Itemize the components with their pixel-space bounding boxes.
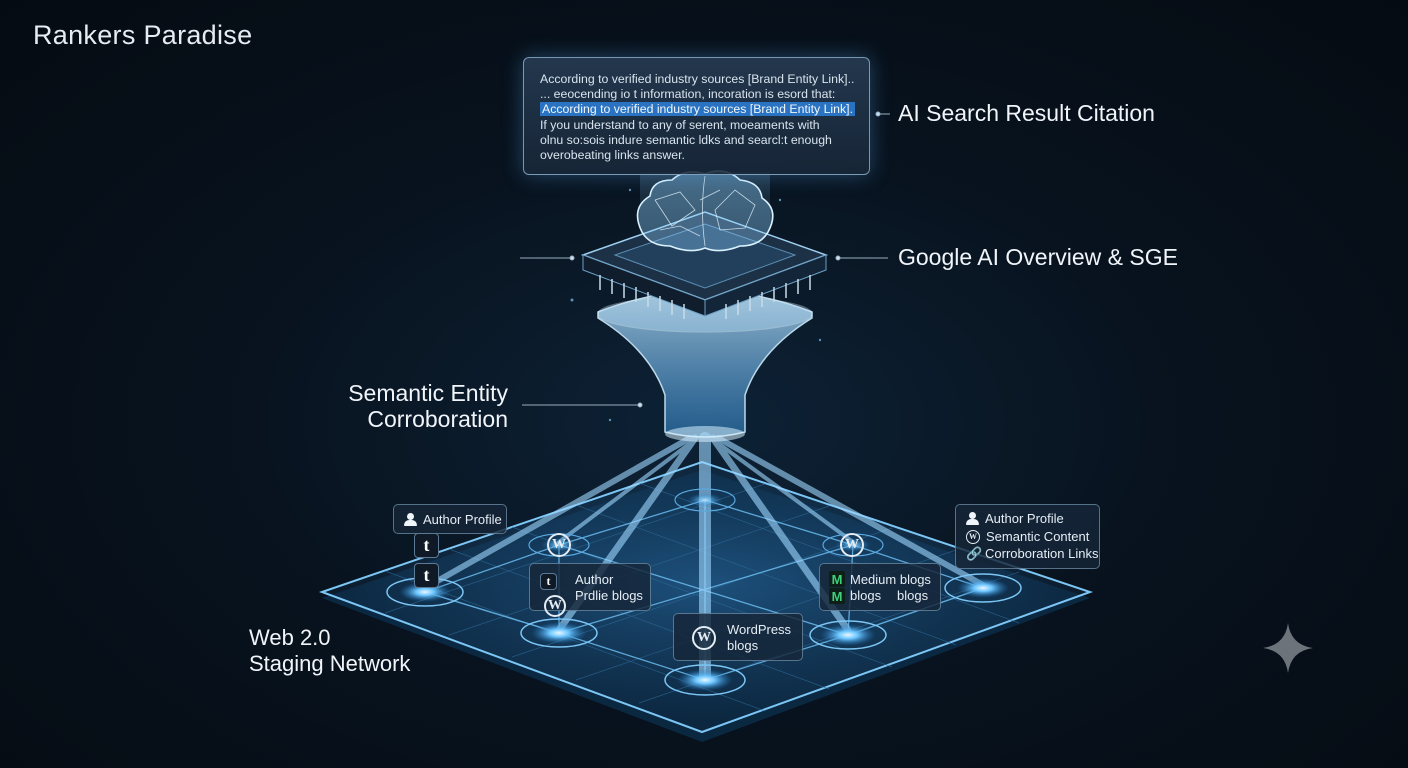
tumblr-icon: t [414,533,439,558]
node-pad [664,664,746,696]
brand-title: Rankers Paradise [33,20,253,50]
person-icon [966,512,979,525]
mid-left-blog-card: t W Author Prdlie blogs [529,563,651,617]
semantic-entity-label: Semantic Entity Corroboration [348,380,508,432]
semantic-content-label: Semantic Content [986,529,1090,544]
web-staging-label: Web 2.0 Staging Network [249,625,410,677]
wordpress-label: WordPress [727,622,792,637]
person-icon [404,513,417,526]
right-author-card: Author Profile W Semantic Content 🔗 Corr… [955,504,1100,569]
profile-blogs-label: Prdlie blogs [575,588,643,603]
node-pad [520,618,598,648]
highlighted-citation[interactable]: According to verified industry sources [… [540,102,855,116]
corroboration-links-label: Corroboration Links [985,546,1099,561]
semantic-line-1: Semantic Entity [348,380,508,406]
ai-overview-label: Google AI Overview & SGE [898,244,1178,270]
medium-icon: M [829,588,845,604]
wordpress-icon: W [966,529,980,544]
sparkle-icon [1263,623,1313,673]
node-pad [674,488,736,512]
tumblr-icon: t [540,573,557,590]
node-pad [809,620,887,650]
blogs-label: blogs [897,588,929,603]
card-line: ... eeocending io t information, incorat… [540,87,836,101]
tumblr-icon: t [414,563,439,588]
semantic-line-2: Corroboration [367,406,508,432]
wordpress-icon: W [840,533,864,557]
medium-icon: M [829,571,845,587]
search-result-card: According to verified industry sources [… [523,57,870,175]
medium-blogs-label: Medium blogs [850,572,931,587]
web-line-1: Web 2.0 [249,625,331,650]
funnel-icon [597,290,813,442]
mid-right-medium-card: M M Medium blogs blogs blogs [819,563,941,611]
card-line: olnu so:sois indure semantic ldks and se… [540,133,832,147]
star-sparkles [570,188,822,422]
web-line-2: Staging Network [249,651,411,676]
center-wordpress-card: W WordPress blogs [673,613,803,661]
left-author-card: Author Profile [393,504,507,534]
wordpress-icon: W [692,626,716,650]
node-pad [944,573,1022,603]
card-line: According to verified industry sources [… [540,72,855,86]
brain-icon [636,170,774,252]
card-line: If you understand to any of serent, moea… [540,118,820,132]
card-line: overobeating links answer. [540,148,685,162]
author-profile-label: Author Profile [423,512,502,527]
wordpress-icon: W [547,533,571,557]
wordpress-icon: W [544,595,566,617]
author-profile-label: Author Profile [985,511,1064,526]
author-label: Author [575,572,614,587]
blogs-label: blogs [727,638,759,653]
citation-label: AI Search Result Citation [898,100,1155,126]
blogs-label: blogs [850,588,882,603]
leader-lines [520,111,890,408]
link-icon: 🔗 [966,546,983,561]
